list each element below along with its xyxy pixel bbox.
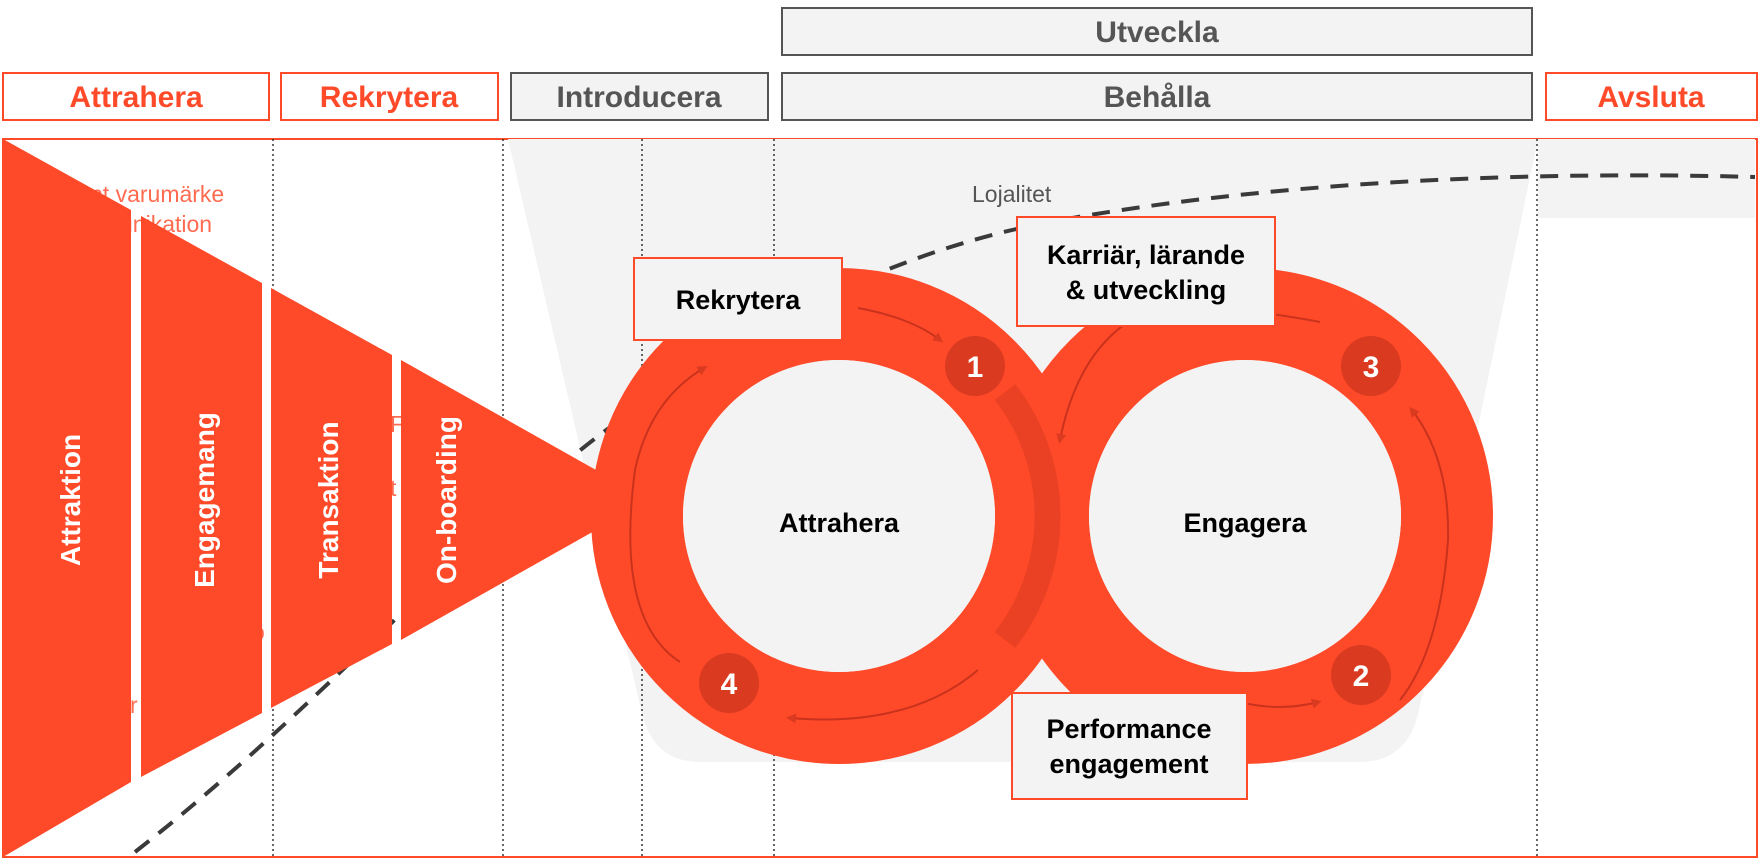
step-number-1: 1: [967, 351, 984, 384]
right-inner: [1089, 360, 1401, 672]
phase-behalla: Behålla: [1104, 81, 1211, 114]
funnel-stage-transaktion: [271, 288, 392, 708]
faded-text-r2: r: [130, 692, 138, 718]
funnel-label-transaktion: Transaktion: [313, 421, 344, 578]
funnel-label-engagemang: Engagemang: [189, 412, 220, 588]
faded-text-t: t: [390, 475, 397, 501]
step-number-3: 3: [1363, 351, 1380, 384]
phase-introducera: Introducera: [556, 81, 721, 114]
step-number-4: 4: [721, 668, 738, 701]
step-badge-4: [699, 653, 759, 713]
callout-performance-line2: engagement: [1049, 749, 1208, 779]
funnel-stage-engagemang: [141, 216, 262, 777]
callout-karriar: [1016, 216, 1276, 327]
step-badge-3: [1341, 336, 1401, 396]
phase-rekrytera: Rekrytera: [320, 81, 459, 114]
header-top: Utveckla: [781, 7, 1533, 56]
header-phases: Attrahera Rekrytera Introducera Behålla …: [2, 72, 1758, 121]
step-badge-1: [945, 336, 1005, 396]
callouts: Rekrytera Karriär, lärande & utveckling …: [633, 216, 1276, 800]
step-number-2: 2: [1353, 660, 1370, 693]
header-utveckla: Utveckla: [1095, 16, 1219, 49]
callout-performance-line1: Performance: [1046, 714, 1211, 744]
callout-rekrytera-text: Rekrytera: [676, 285, 802, 315]
funnel-stage-attraktion: [3, 139, 131, 857]
faded-text-r: F: [390, 411, 404, 437]
callout-rekrytera: [633, 257, 843, 341]
phase-attrahera: Attrahera: [69, 81, 203, 114]
callout-karriar-line2: & utveckling: [1066, 275, 1227, 305]
left-inner: [683, 360, 995, 672]
loop-label-engagera: Engagera: [1183, 508, 1307, 538]
funnel-stage-onboarding: [401, 360, 596, 640]
callout-karriar-line1: Karriär, lärande: [1047, 240, 1245, 270]
funnel: Attraktion Engagemang Transaktion On-boa…: [3, 139, 596, 857]
step-badge-2: [1331, 645, 1391, 705]
overlap-shadow: [994, 384, 1061, 648]
funnel-label-attraktion: Attraktion: [55, 434, 86, 566]
phase-avsluta: Avsluta: [1597, 81, 1705, 114]
step-badges: 1 2 3 4: [699, 336, 1401, 713]
callout-performance: [1011, 692, 1248, 800]
loyalty-label: Lojalitet: [972, 181, 1052, 207]
loop-label-attrahera: Attrahera: [779, 508, 900, 538]
funnel-label-onboarding: On-boarding: [431, 416, 462, 584]
